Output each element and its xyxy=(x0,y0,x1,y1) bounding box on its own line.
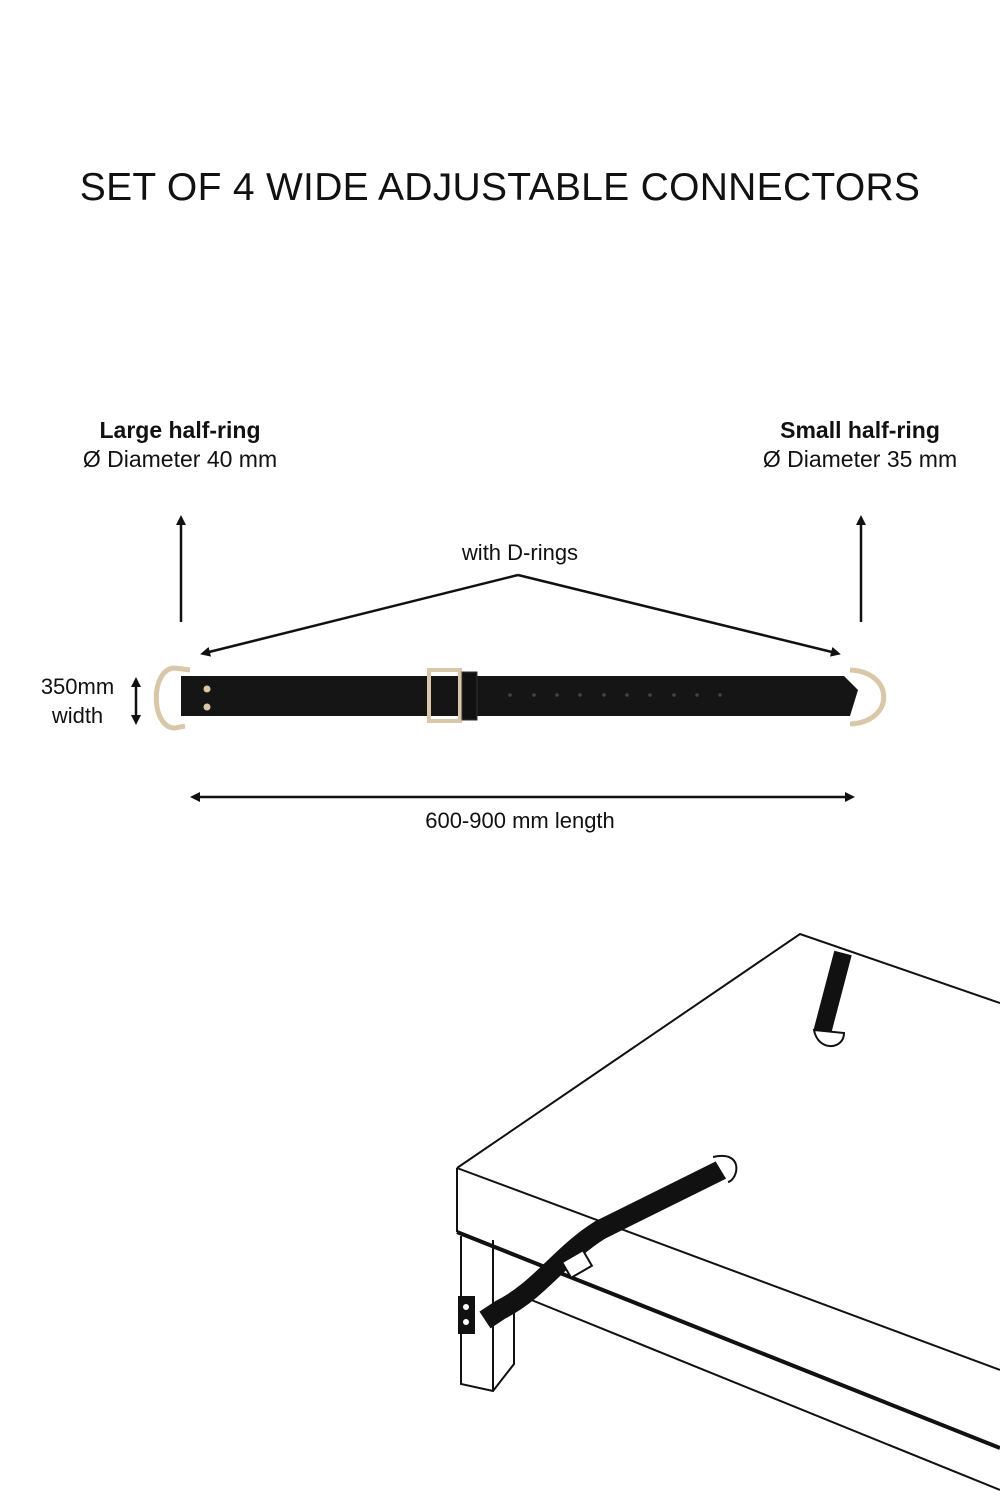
large-ring-label: Large half-ring Ø Diameter 40 mm xyxy=(60,416,300,474)
width-value: 350mm xyxy=(40,674,115,699)
large-d-ring xyxy=(153,665,191,731)
d-rings-arrow-right xyxy=(517,573,841,657)
page-title: SET OF 4 WIDE ADJUSTABLE CONNECTORS xyxy=(79,166,921,209)
length-label: 600-900 mm length xyxy=(425,808,615,833)
small-d-ring xyxy=(849,667,887,727)
strap-image xyxy=(153,665,887,731)
small-ring-name: Small half-ring xyxy=(780,417,940,443)
buckle xyxy=(427,668,462,723)
strap-front xyxy=(479,1159,730,1329)
width-unit: width xyxy=(51,703,104,728)
large-ring-diameter: Ø Diameter 40 mm xyxy=(82,446,278,472)
small-ring-label: Small half-ring Ø Diameter 35 mm xyxy=(740,416,980,474)
d-rings-label: with D-rings xyxy=(461,540,579,565)
large-ring-name: Large half-ring xyxy=(99,417,261,443)
bed-illustration xyxy=(456,932,1000,1491)
d-ring-front xyxy=(712,1154,738,1183)
strap-top xyxy=(813,950,852,1036)
width-label: 350mm width xyxy=(20,672,135,730)
d-ring-top xyxy=(812,1028,846,1047)
d-rings-arrow-left xyxy=(200,573,519,657)
buckle-front xyxy=(560,1248,594,1280)
small-ring-diameter: Ø Diameter 35 mm xyxy=(762,446,958,472)
